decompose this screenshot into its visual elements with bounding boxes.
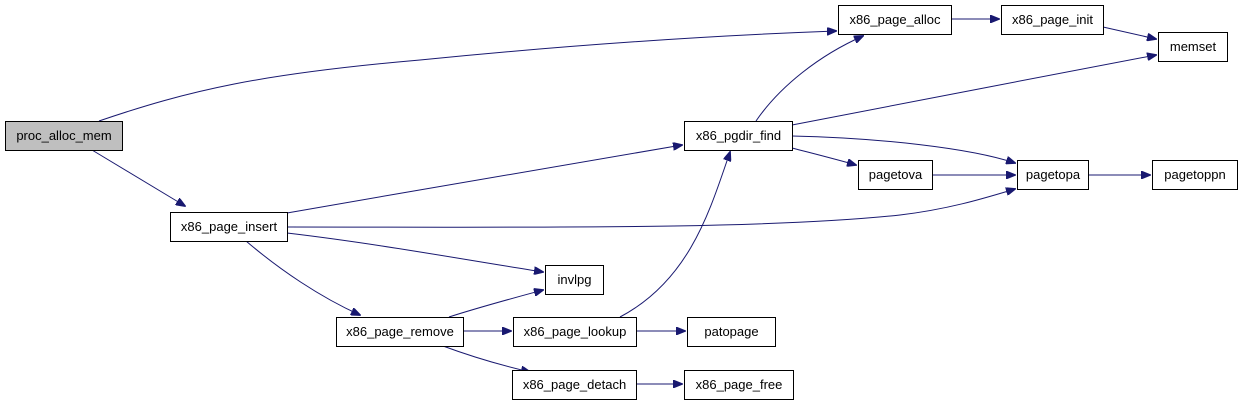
edge-x86_page_insert-to-invlpg	[286, 232, 543, 272]
edge-x86_page_remove-to-invlpg	[448, 290, 543, 318]
edge-x86_pgdir_find-to-x86_page_alloc	[755, 36, 863, 122]
node-label: x86_page_insert	[181, 219, 278, 234]
edge-x86_pgdir_find-to-pagetova	[791, 147, 856, 165]
node-x86_page_init[interactable]: x86_page_init	[1001, 5, 1104, 35]
node-x86_page_lookup[interactable]: x86_page_lookup	[513, 317, 637, 347]
node-label: pagetova	[869, 167, 923, 182]
node-label: x86_page_alloc	[849, 12, 941, 27]
node-label: pagetopa	[1026, 167, 1081, 182]
node-label: x86_page_detach	[523, 377, 626, 392]
node-box[interactable]	[545, 265, 604, 295]
node-box[interactable]	[684, 370, 794, 400]
node-x86_pgdir_find[interactable]: x86_pgdir_find	[684, 121, 793, 151]
edge-x86_page_remove-to-x86_page_detach	[442, 345, 530, 372]
node-box[interactable]	[1001, 5, 1104, 35]
node-label: memset	[1170, 39, 1217, 54]
edge-x86_pgdir_find-to-pagetopa	[791, 135, 1015, 163]
edge-x86_page_lookup-to-x86_pgdir_find	[619, 152, 730, 318]
node-pagetova[interactable]: pagetova	[858, 160, 933, 190]
edge-proc_alloc_mem-to-x86_page_alloc	[98, 31, 836, 122]
node-x86_page_insert[interactable]: x86_page_insert	[170, 212, 288, 242]
node-box[interactable]	[687, 317, 776, 347]
node-label: pagetoppn	[1164, 167, 1225, 182]
node-x86_page_detach[interactable]: x86_page_detach	[512, 370, 637, 400]
edge-x86_pgdir_find-to-memset	[791, 55, 1156, 126]
node-x86_page_alloc[interactable]: x86_page_alloc	[838, 5, 952, 35]
node-box[interactable]	[1152, 160, 1238, 190]
node-box[interactable]	[170, 212, 288, 242]
node-box[interactable]	[336, 317, 464, 347]
node-patopage[interactable]: patopage	[687, 317, 776, 347]
node-box[interactable]	[858, 160, 933, 190]
node-box[interactable]	[1158, 32, 1228, 62]
node-pagetopa[interactable]: pagetopa	[1017, 160, 1089, 190]
node-x86_page_free[interactable]: x86_page_free	[684, 370, 794, 400]
node-box[interactable]	[5, 121, 123, 151]
node-invlpg[interactable]: invlpg	[545, 265, 604, 295]
edge-x86_page_init-to-memset	[1102, 26, 1156, 39]
node-box[interactable]	[512, 370, 637, 400]
edge-x86_page_insert-to-pagetopa	[286, 189, 1015, 228]
edge-x86_page_insert-to-x86_page_remove	[245, 240, 360, 315]
node-label: x86_page_init	[1012, 12, 1093, 27]
node-proc_alloc_mem[interactable]: proc_alloc_mem	[5, 121, 123, 151]
node-memset[interactable]: memset	[1158, 32, 1228, 62]
edges-layer	[91, 19, 1156, 384]
node-x86_page_remove[interactable]: x86_page_remove	[336, 317, 464, 347]
edge-x86_page_insert-to-x86_pgdir_find	[286, 145, 682, 214]
node-box[interactable]	[1017, 160, 1089, 190]
node-label: x86_page_lookup	[524, 324, 627, 339]
node-label: patopage	[704, 324, 758, 339]
node-label: x86_pgdir_find	[696, 128, 781, 143]
edge-proc_alloc_mem-to-x86_page_insert	[91, 149, 185, 206]
node-label: invlpg	[558, 272, 592, 287]
node-label: x86_page_free	[696, 377, 783, 392]
node-box[interactable]	[838, 5, 952, 35]
nodes-layer: proc_alloc_mem x86_page_alloc x86_page_ini…	[5, 5, 1238, 400]
node-label: proc_alloc_mem	[16, 128, 111, 143]
node-label: x86_page_remove	[346, 324, 454, 339]
node-box[interactable]	[513, 317, 637, 347]
node-box[interactable]	[684, 121, 793, 151]
node-pagetoppn[interactable]: pagetoppn	[1152, 160, 1238, 190]
